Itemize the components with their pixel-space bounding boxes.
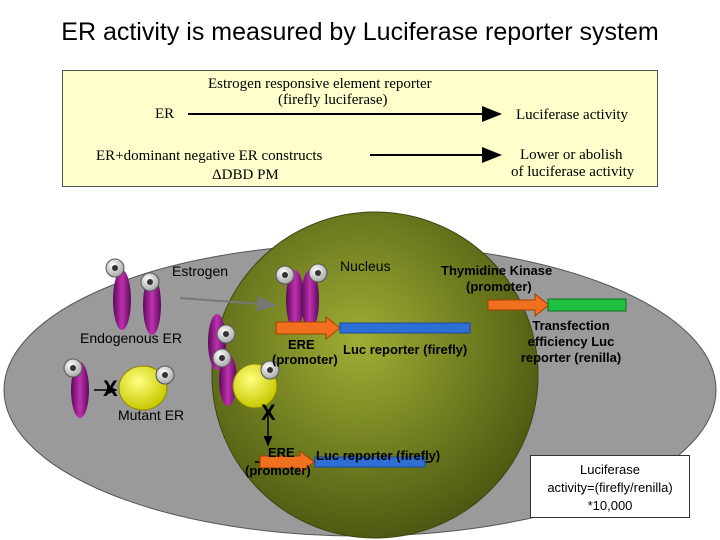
mutant-er-ellipse-1: [118, 365, 175, 411]
nucleus-label: Nucleus: [340, 258, 391, 274]
constructs-label: ΔDBD PM: [212, 167, 279, 183]
er-receptor-left-1: [105, 258, 131, 330]
er-receptor-left-2: [140, 272, 161, 335]
formula-line1: Luciferase: [580, 462, 640, 477]
thymidine-promoter-label: (promoter): [466, 279, 532, 294]
er-receptor-bottom-mid: [212, 348, 237, 406]
tk-promoter-arrow: [487, 292, 550, 318]
slide-title: ER activity is measured by Luciferase re…: [61, 18, 659, 46]
thymidine-kinase-label: Thymidine Kinase: [441, 263, 553, 278]
block-mark-1: X: [103, 376, 118, 401]
ere-arrow-bottom: [259, 449, 315, 475]
estrogen-label: Estrogen: [172, 263, 229, 279]
block-mark-2: X: [261, 400, 276, 425]
transfection-line2: efficiency Luc: [527, 334, 615, 349]
ere-bottom-label: ERE: [268, 445, 295, 460]
formula-line2: activity=(firefly/renilla): [547, 480, 673, 495]
formula-line3: *10,000: [587, 498, 633, 513]
endogenous-er-label: Endogenous ER: [80, 330, 182, 346]
mutant-er-ellipse-2: [232, 360, 280, 409]
er-receptor-nucleus-2: [301, 263, 328, 330]
promoter-top-label: (promoter): [272, 352, 338, 367]
luc-bar-top: [339, 322, 471, 334]
promoter-bottom-label: (promoter): [245, 463, 311, 478]
luciferase-activity-label: Luciferase activity: [516, 107, 629, 123]
transfection-line1: Transfection: [532, 318, 610, 333]
luc-top-label: Luc reporter (firefly): [343, 342, 468, 357]
er-receptor-bottom-left: [63, 358, 89, 418]
transfection-line3: reporter (renilla): [520, 350, 622, 365]
dominant-negative-label: ER+dominant negative ER constructs: [96, 148, 323, 164]
luc-bar-bottom: [314, 456, 426, 468]
ere-top-label: ERE: [288, 337, 315, 352]
reporter-label-line2: (firefly luciferase): [278, 92, 388, 108]
luc-bottom-label: Luc reporter (firefly): [316, 448, 441, 463]
lower-label-line2: of luciferase activity: [511, 164, 635, 180]
estrogen-import-arrow: [179, 295, 277, 312]
reporter-label-line1: Estrogen responsive element reporter: [208, 76, 432, 92]
er-label: ER: [155, 106, 175, 122]
info-box: [62, 70, 658, 187]
lower-label-line1: Lower or abolish: [520, 147, 623, 163]
ere-arrow-top: [275, 315, 341, 341]
tk-renilla-bar: [547, 298, 627, 312]
formula-box: Luciferase activity=(firefly/renilla) *1…: [530, 455, 690, 518]
er-receptor-nucleus-1: [275, 265, 304, 330]
mutant-er-label: Mutant ER: [118, 407, 185, 423]
